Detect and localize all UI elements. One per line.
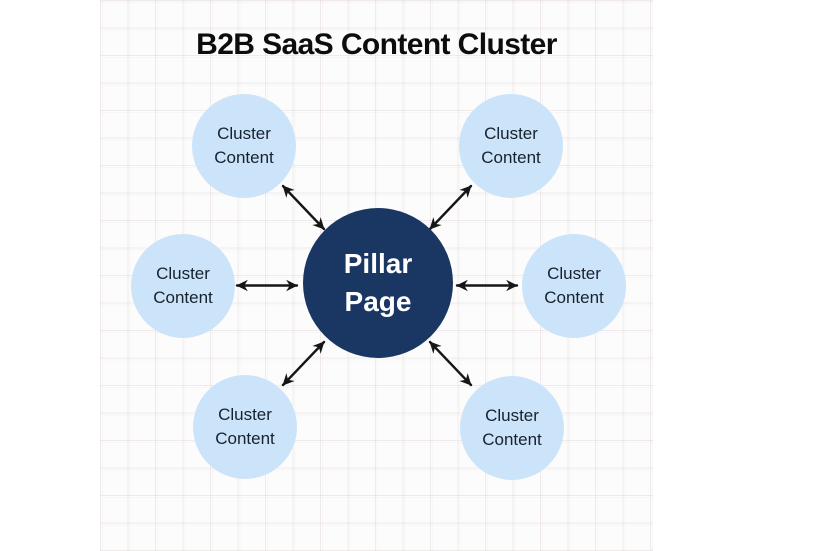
cluster-node-bottom-right: Cluster Content [460, 376, 564, 480]
cluster-node-bottom-left: Cluster Content [193, 375, 297, 479]
cluster-node-top-left: Cluster Content [192, 94, 296, 198]
cluster-label: Cluster Content [482, 406, 542, 449]
connector-arrow-bottom-right [428, 340, 473, 387]
connector-arrow-top-left [281, 184, 326, 231]
pillar-page-label: Pillar Page [343, 248, 413, 317]
cluster-label: Cluster Content [544, 264, 604, 307]
cluster-label: Cluster Content [214, 124, 274, 167]
pillar-page-node: Pillar Page [303, 208, 453, 358]
cluster-node-middle-left: Cluster Content [131, 234, 235, 338]
diagram-canvas: B2B SaaS Content Cluster Pillar Page Clu… [100, 0, 653, 551]
cluster-label: Cluster Content [481, 124, 541, 167]
cluster-node-middle-right: Cluster Content [522, 234, 626, 338]
cluster-node-top-right: Cluster Content [459, 94, 563, 198]
connector-arrow-bottom-left [281, 340, 326, 387]
cluster-label: Cluster Content [153, 264, 213, 307]
connector-arrow-top-right [428, 184, 473, 231]
cluster-label: Cluster Content [215, 405, 275, 448]
diagram-title: B2B SaaS Content Cluster [196, 28, 557, 61]
